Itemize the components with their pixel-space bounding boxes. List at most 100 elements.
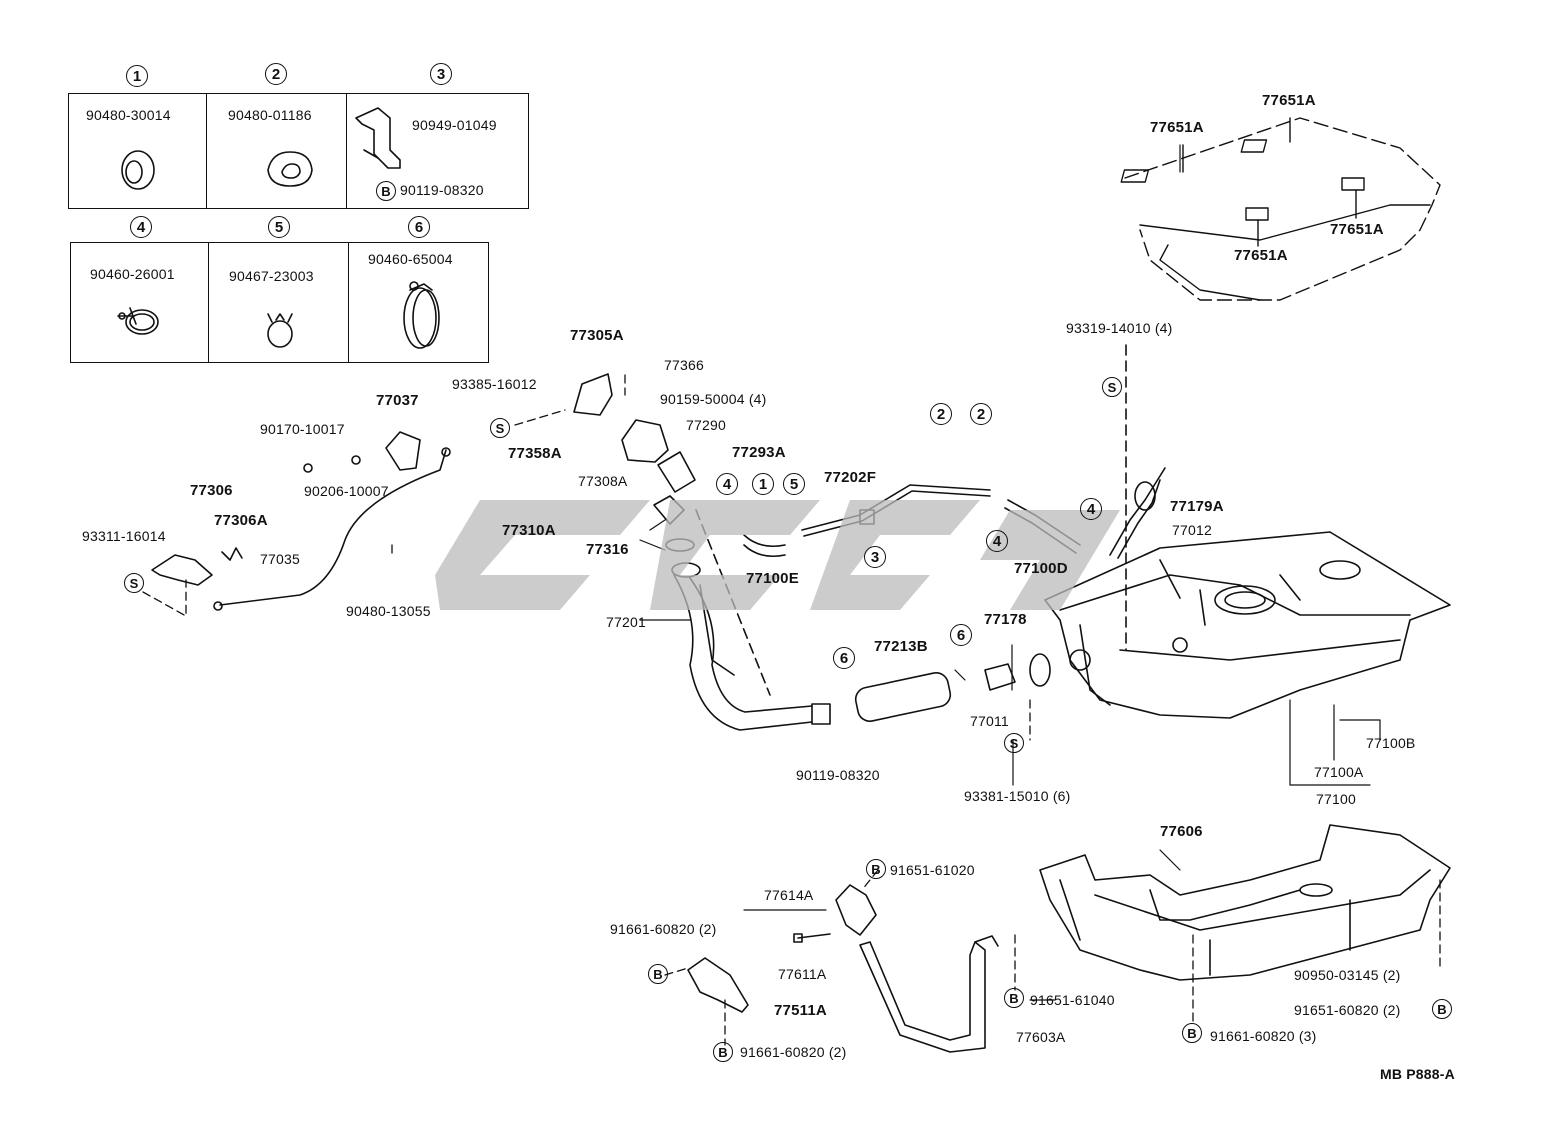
- label-77290: 77290: [686, 417, 726, 433]
- label-77213b: 77213B: [874, 638, 928, 655]
- callout-2: 2: [930, 403, 952, 425]
- label-93385: 93385-16012: [452, 376, 537, 392]
- bolt-symbol: B: [866, 859, 886, 879]
- label-77100: 77100: [1316, 791, 1356, 807]
- callout-4: 4: [1080, 498, 1102, 520]
- label-77651a: 77651A: [1150, 119, 1204, 136]
- label-77178: 77178: [984, 611, 1027, 628]
- label-90119-08320: 90119-08320: [796, 767, 880, 783]
- bolt-symbol: B: [1004, 988, 1024, 1008]
- legend-number-1: 1: [126, 65, 148, 87]
- bracket-77614a-drawing: [835, 884, 877, 936]
- label-77308a: 77308A: [578, 473, 628, 489]
- label-77179a: 77179A: [1170, 498, 1224, 515]
- label-77358a: 77358A: [508, 445, 562, 462]
- callout-3: 3: [864, 546, 886, 568]
- label-77603a: 77603A: [1016, 1029, 1066, 1045]
- callout-5: 5: [783, 473, 805, 495]
- label-90480-13055: 90480-13055: [346, 603, 431, 619]
- label-77100a: 77100A: [1314, 764, 1364, 780]
- bracket-77305a-drawing: [573, 373, 613, 416]
- fuel-tank-drawing: [1044, 531, 1451, 719]
- callout-2: 2: [970, 403, 992, 425]
- bolt-symbol: B: [713, 1042, 733, 1062]
- legend-number-4: 4: [130, 216, 152, 238]
- clamp-6-drawing: [403, 281, 440, 349]
- label-77310a: 77310A: [502, 522, 556, 539]
- label-93319: 93319-14010 (4): [1066, 320, 1173, 336]
- label-77202f: 77202F: [824, 469, 877, 486]
- grommet-2-drawing: [267, 151, 313, 187]
- label-77511a: 77511A: [774, 1002, 827, 1019]
- legend-number-2: 2: [265, 63, 287, 85]
- label-77366: 77366: [664, 357, 704, 373]
- leader-lines: [639, 144, 1381, 1001]
- legend-part-3: 90949-01049: [412, 117, 497, 133]
- label-77012: 77012: [1172, 522, 1212, 538]
- label-93381: 93381-15010 (6): [964, 788, 1071, 804]
- legend-part-6: 90460-65004: [368, 251, 453, 267]
- callout-4: 4: [716, 473, 738, 495]
- clip-3-drawing: [355, 107, 401, 169]
- legend-sub-part-3: 90119-08320: [400, 182, 484, 198]
- legend-number-3: 3: [430, 63, 452, 85]
- legend-number-5: 5: [268, 216, 290, 238]
- bracket-77511a-drawing: [687, 957, 749, 1013]
- legend-part-1: 90480-30014: [86, 107, 171, 123]
- label-90950: 90950-03145 (2): [1294, 967, 1401, 983]
- legend-box-bottom: [70, 242, 489, 363]
- strap-77603a-drawing: [859, 935, 999, 1053]
- label-91651-61020: 91651-61020: [890, 862, 975, 878]
- label-91651-60820: 91651-60820 (2): [1294, 1002, 1401, 1018]
- legend-number-6: 6: [408, 216, 430, 238]
- label-77316: 77316: [586, 541, 629, 558]
- legend-part-5: 90467-23003: [229, 268, 314, 284]
- housing-77290-drawing: [621, 419, 696, 493]
- clamp-5-drawing: [267, 313, 293, 348]
- callout-4: 4: [986, 530, 1008, 552]
- legend-part-4: 90460-26001: [90, 266, 175, 282]
- label-77606: 77606: [1160, 823, 1203, 840]
- bolt-77611a-drawing: [793, 933, 831, 943]
- label-90159: 90159-50004 (4): [660, 391, 767, 407]
- bolt-symbol: B: [1432, 999, 1452, 1019]
- label-77037: 77037: [376, 392, 419, 409]
- label-77100b: 77100B: [1366, 735, 1416, 751]
- callout-1: 1: [752, 473, 774, 495]
- legend-divider: [348, 242, 349, 363]
- protector-drawing: [1039, 824, 1451, 981]
- label-77614a: 77614A: [764, 887, 814, 903]
- opener-77037-drawing: [303, 431, 421, 473]
- label-77306a: 77306A: [214, 512, 268, 529]
- grommet-1-drawing: [121, 150, 155, 190]
- reference-dashes: [142, 374, 1441, 1046]
- screw-symbol: S: [490, 418, 510, 438]
- legend-part-2: 90480-01186: [228, 107, 312, 123]
- label-77651a: 77651A: [1330, 221, 1384, 238]
- callout-6: 6: [833, 647, 855, 669]
- label-77293a: 77293A: [732, 444, 786, 461]
- label-91661-b: 91661-60820 (2): [740, 1044, 847, 1060]
- label-77011: 77011: [970, 713, 1009, 729]
- tank-top-outline: [1120, 117, 1441, 301]
- label-77651a: 77651A: [1234, 247, 1288, 264]
- label-91661-c: 91661-60820 (3): [1210, 1028, 1317, 1044]
- lever-77306-drawing: [151, 547, 243, 586]
- label-77100d: 77100D: [1014, 560, 1068, 577]
- screw-symbol: S: [1102, 377, 1122, 397]
- label-77035: 77035: [260, 551, 300, 567]
- grommet-77011-drawing: [984, 653, 1051, 691]
- label-93311: 93311-16014: [82, 528, 166, 544]
- cable-77035-drawing: [213, 447, 451, 611]
- screw-symbol: S: [124, 573, 144, 593]
- bolt-symbol: B: [376, 181, 396, 201]
- clamp-4-drawing: [117, 307, 159, 335]
- screw-symbol: S: [1004, 733, 1024, 753]
- legend-divider: [206, 93, 207, 209]
- bolt-symbol: B: [648, 964, 668, 984]
- legend-box-top: [68, 93, 529, 209]
- label-91661-a: 91661-60820 (2): [610, 921, 717, 937]
- label-77611a: 77611A: [778, 966, 827, 982]
- legend-divider: [208, 242, 209, 363]
